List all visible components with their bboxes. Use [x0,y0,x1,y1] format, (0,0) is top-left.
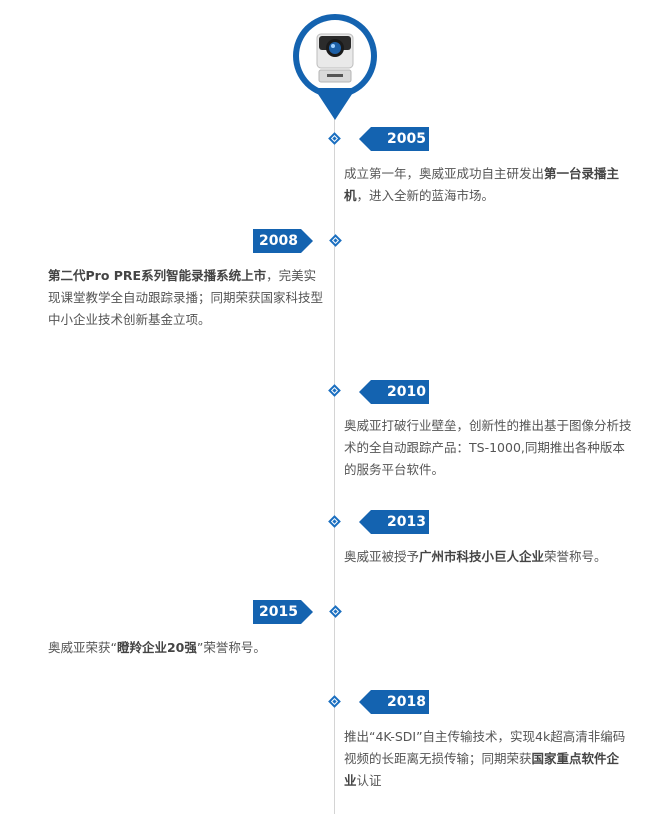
event-description: 成立第一年，奥威亚成功自主研发出第一台录播主机，进入全新的蓝海市场。 [344,166,620,203]
camera-product-icon [316,33,354,83]
event-description: 奥威亚荣获“瞪羚企业20强”荣誉称号。 [48,640,266,655]
timeline-marker [328,515,341,528]
logo-pin [293,14,377,98]
logo-pin-tail [314,88,356,120]
year-badge: 2018 [359,690,429,714]
year-badge: 2008 [253,229,313,253]
timeline-marker [329,234,342,247]
event-description: 推出“4K-SDI”自主传输技术，实现4k超高清非编码视频的长距离无损传输；同期… [344,729,626,788]
year-badge: 2010 [359,380,429,404]
timeline-marker [328,384,341,397]
year-badge: 2005 [359,127,429,151]
event-description: 奥威亚被授予广州市科技小巨人企业荣誉称号。 [344,549,607,564]
timeline-marker [328,132,341,145]
event-description: 第二代Pro PRE系列智能录播系统上市，完美实现课堂教学全自动跟踪录播；同期荣… [48,268,324,327]
event-description: 奥威亚打破行业壁垒，创新性的推出基于图像分析技术的全自动跟踪产品：TS-1000… [344,418,632,477]
year-badge: 2013 [359,510,429,534]
timeline-marker [328,695,341,708]
timeline-line [334,115,335,814]
timeline-marker [329,605,342,618]
year-badge: 2015 [253,600,313,624]
